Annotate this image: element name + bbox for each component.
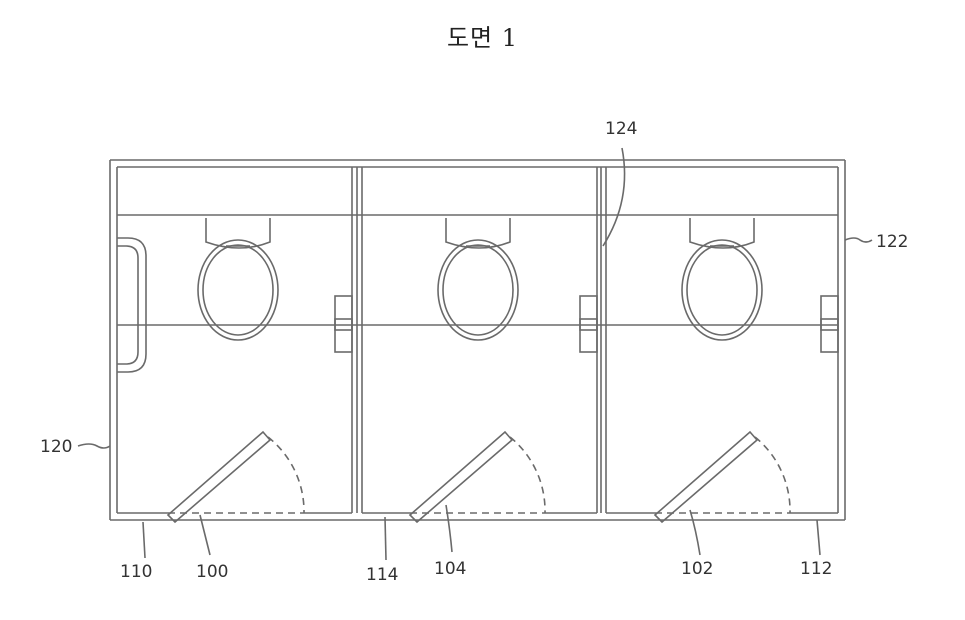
label-114: 114 [366,565,398,585]
leader-lines [77,147,873,561]
door-2 [408,430,546,524]
side-bracket-1 [334,295,353,353]
toilet-2 [437,218,519,341]
side-bracket-3 [820,295,839,353]
toilet-1 [197,218,279,341]
door-1 [166,430,305,524]
grab-bar [117,237,147,373]
door-3 [653,430,791,524]
toilet-3 [681,218,763,341]
label-122: 122 [876,232,908,252]
partition-2 [596,167,607,513]
label-110: 110 [120,562,152,582]
label-104: 104 [434,559,466,579]
label-124: 124 [605,119,637,139]
label-102: 102 [681,559,713,579]
drawing-title: 도면 1 [446,24,519,52]
label-120: 120 [40,437,72,457]
label-100: 100 [196,562,228,582]
outer-frame [109,159,846,521]
label-112: 112 [800,559,832,579]
side-bracket-2 [579,295,598,353]
partition-1 [351,167,363,513]
